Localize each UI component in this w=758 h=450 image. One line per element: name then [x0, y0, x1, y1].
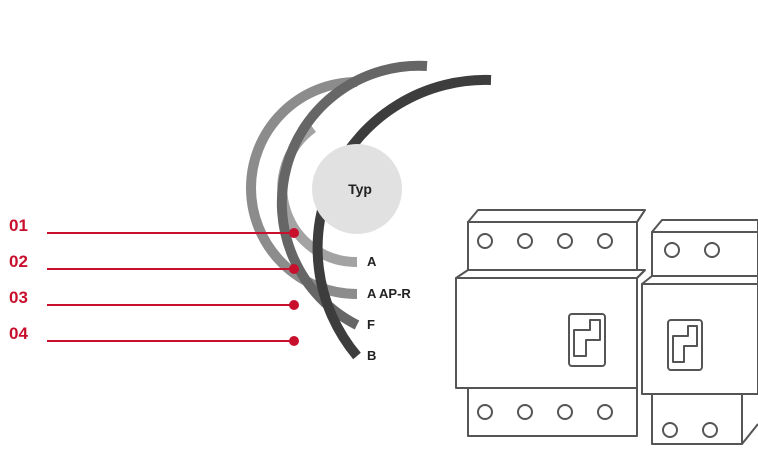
pointer-dot-01	[289, 228, 299, 238]
pointer-dot-04	[289, 336, 299, 346]
marker-number-01: 01	[9, 216, 28, 235]
center-label: Typ	[348, 181, 372, 197]
center-circle	[312, 144, 402, 234]
pointer-dot-02	[289, 264, 299, 274]
marker-number-02: 02	[9, 252, 28, 271]
marker-number-04: 04	[9, 324, 28, 343]
rcd-breaker-2pole-icon	[641, 219, 758, 445]
type-label-b: B	[367, 348, 376, 363]
type-label-f: F	[367, 317, 375, 332]
pointer-dots	[289, 228, 299, 346]
type-label-a-ap-r: A AP-R	[367, 286, 411, 301]
rcd-breaker-4pole-icon	[455, 209, 646, 437]
type-label-a: A	[367, 254, 377, 269]
pointer-dot-03	[289, 300, 299, 310]
pointer-lines	[47, 232, 294, 342]
arc-type-f	[276, 60, 428, 330]
marker-number-03: 03	[9, 288, 28, 307]
